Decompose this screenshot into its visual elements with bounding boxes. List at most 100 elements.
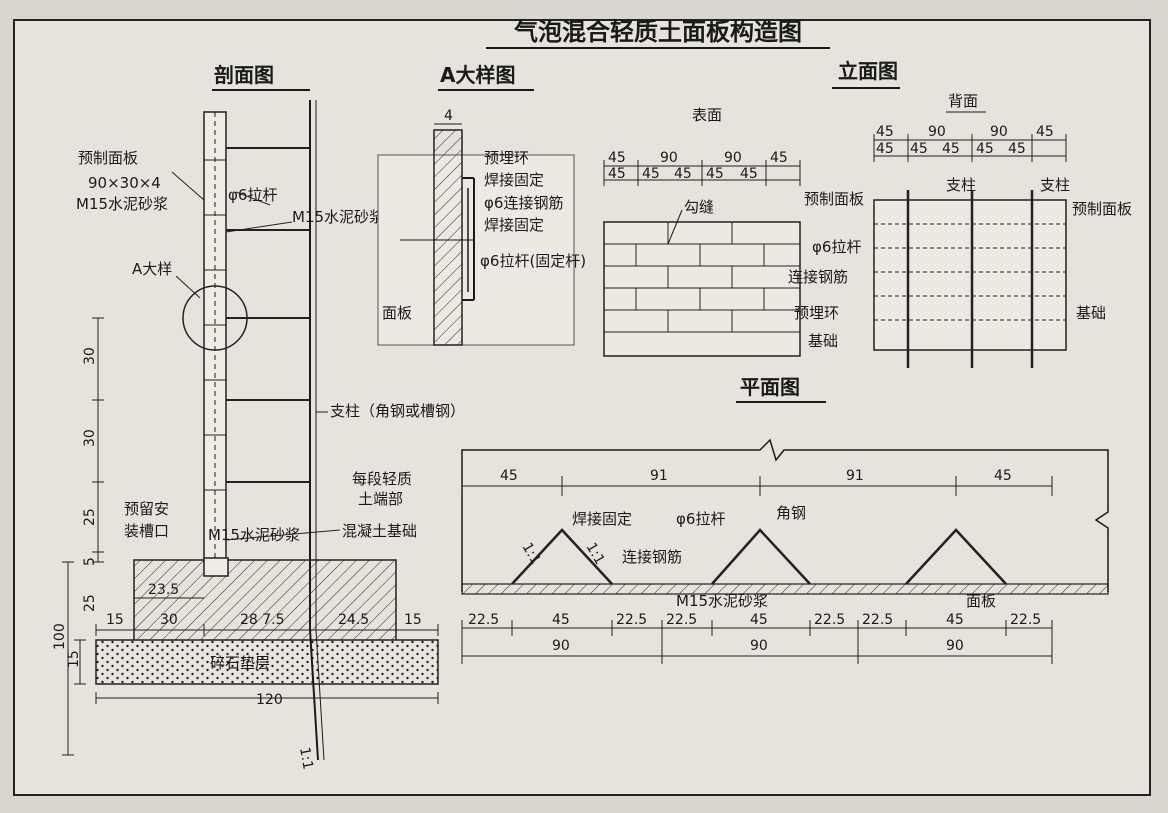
detail-thickness: 4	[444, 108, 453, 124]
label-elev-rod: φ6拉杆	[812, 238, 861, 256]
plan-dim-mid-7: 22.5	[862, 612, 893, 628]
concrete-foundation	[133, 559, 397, 643]
section-view: 剖面图	[52, 63, 465, 771]
label-gravel: 碎石垫层	[210, 654, 270, 672]
plan-dim-mid-2: 45	[552, 612, 570, 628]
label-connect-rebar: φ6连接钢筋	[484, 194, 563, 212]
dim-30: 30	[160, 612, 178, 628]
label-back-panel: 预制面板	[1072, 200, 1132, 218]
label-elev-base: 基础	[808, 332, 838, 350]
label-segment-end-2: 土端部	[358, 490, 403, 508]
front-dim-bot-1: 45	[608, 166, 626, 182]
label-mortar-3: M15水泥砂浆	[208, 526, 300, 544]
section-heading: 剖面图	[214, 63, 274, 87]
drawing-title: 气泡混合轻质土面板构造图	[513, 18, 802, 46]
label-slope: 1:1	[296, 746, 316, 771]
dim-v-30b: 30	[82, 429, 98, 447]
plan-dim-mid-8: 45	[946, 612, 964, 628]
elevation-view: 立面图 表面 45 90 90 45 45 45 45 45 45	[603, 59, 1132, 368]
plan-panel-strip	[461, 583, 1109, 595]
label-weld-1: 焊接固定	[484, 171, 544, 189]
label-plan-mortar: M15水泥砂浆	[676, 592, 768, 610]
label-precast-panel: 预制面板	[78, 149, 138, 167]
front-dim-bot-5: 45	[740, 166, 758, 182]
label-mortar-1: M15水泥砂浆	[76, 195, 168, 213]
back-dim-bot-3: 45	[942, 141, 960, 157]
dim-v-25a: 25	[82, 508, 98, 526]
label-elev-rebar: 连接钢筋	[788, 268, 848, 286]
detail-a-view: A大样图 4 预埋环 焊接固定 φ6连接钢筋 焊接固定 φ6拉杆(固定杆) 面板	[377, 63, 586, 346]
plan-dim-mid-4: 22.5	[666, 612, 697, 628]
dim-v-15: 15	[66, 650, 82, 668]
dim-120: 120	[256, 692, 283, 708]
label-foundation: 混凝土基础	[342, 522, 417, 540]
label-mortar-2: M15水泥砂浆	[292, 208, 384, 226]
label-plan-weld: 焊接固定	[572, 510, 632, 528]
label-tie-rod: φ6拉杆	[228, 186, 277, 204]
plan-dim-mid-5: 45	[750, 612, 768, 628]
back-dim-top-1: 45	[876, 124, 894, 140]
label-segment-end-1: 每段轻质	[352, 470, 412, 488]
detail-a-circle	[182, 285, 248, 351]
back-dim-bot-2: 45	[910, 141, 928, 157]
front-dim-bot-4: 45	[706, 166, 724, 182]
elevation-heading: 立面图	[838, 59, 898, 83]
back-dim-bot-1: 45	[876, 141, 894, 157]
label-groove-2: 装槽口	[124, 522, 169, 540]
label-plan-rod: φ6拉杆	[676, 510, 725, 528]
label-column: 支柱（角钢或槽钢）	[330, 402, 465, 420]
dim-28-7-5: 28 7.5	[240, 612, 285, 628]
label-panel-size: 90×30×4	[88, 174, 161, 192]
label-plan-panel: 面板	[966, 592, 996, 610]
plan-dim-bot-2: 90	[750, 638, 768, 654]
label-detail-a: A大样	[132, 260, 172, 278]
dim-24-5: 24.5	[338, 612, 369, 628]
front-dim-bot-2: 45	[642, 166, 660, 182]
dim-23-5: 23.5	[148, 582, 179, 598]
label-groove-1: 预留安	[124, 500, 169, 518]
plan-dim-mid-1: 22.5	[468, 612, 499, 628]
label-back-column-1: 支柱	[946, 176, 976, 194]
gravel-cushion	[95, 639, 439, 685]
plan-dim-top-3: 91	[846, 468, 864, 484]
label-plan-rebar: 连接钢筋	[622, 548, 682, 566]
plan-dim-top-1: 45	[500, 468, 518, 484]
front-dim-top-2: 90	[660, 150, 678, 166]
label-back-column-2: 支柱	[1040, 176, 1070, 194]
dim-15a: 15	[106, 612, 124, 628]
front-dim-top-4: 45	[770, 150, 788, 166]
label-elev-ring: 预埋环	[794, 304, 839, 322]
front-panel-wall	[603, 221, 801, 357]
dim-v-30a: 30	[82, 347, 98, 365]
dim-v-25b: 25	[82, 594, 98, 612]
back-panel-wall	[873, 199, 1067, 351]
label-embedded-ring: 预埋环	[484, 149, 529, 167]
label-weld-2: 焊接固定	[484, 216, 544, 234]
dim-v-100: 100	[52, 623, 68, 650]
plan-dim-top-2: 91	[650, 468, 668, 484]
front-dim-bot-3: 45	[674, 166, 692, 182]
label-detail-panel: 面板	[382, 304, 412, 322]
back-dim-bot-4: 45	[976, 141, 994, 157]
dim-v-5: 5	[82, 557, 98, 566]
back-dim-top-4: 45	[1036, 124, 1054, 140]
label-fixed-rod: φ6拉杆(固定杆)	[480, 252, 586, 270]
detail-heading: A大样图	[440, 63, 515, 87]
plan-heading: 平面图	[740, 375, 800, 399]
front-dim-top-1: 45	[608, 150, 626, 166]
plan-dim-mid-9: 22.5	[1010, 612, 1041, 628]
plan-dim-bot-3: 90	[946, 638, 964, 654]
label-plan-angle: 角钢	[776, 504, 806, 522]
label-back-base: 基础	[1076, 304, 1106, 322]
dim-15b: 15	[404, 612, 422, 628]
plan-dim-mid-3: 22.5	[616, 612, 647, 628]
plan-dim-top-4: 45	[994, 468, 1012, 484]
front-dim-top-3: 90	[724, 150, 742, 166]
back-dim-bot-5: 45	[1008, 141, 1026, 157]
label-joint: 勾缝	[684, 198, 714, 216]
back-heading: 背面	[948, 92, 978, 110]
label-elev-panel: 预制面板	[804, 190, 864, 208]
back-dim-top-2: 90	[928, 124, 946, 140]
